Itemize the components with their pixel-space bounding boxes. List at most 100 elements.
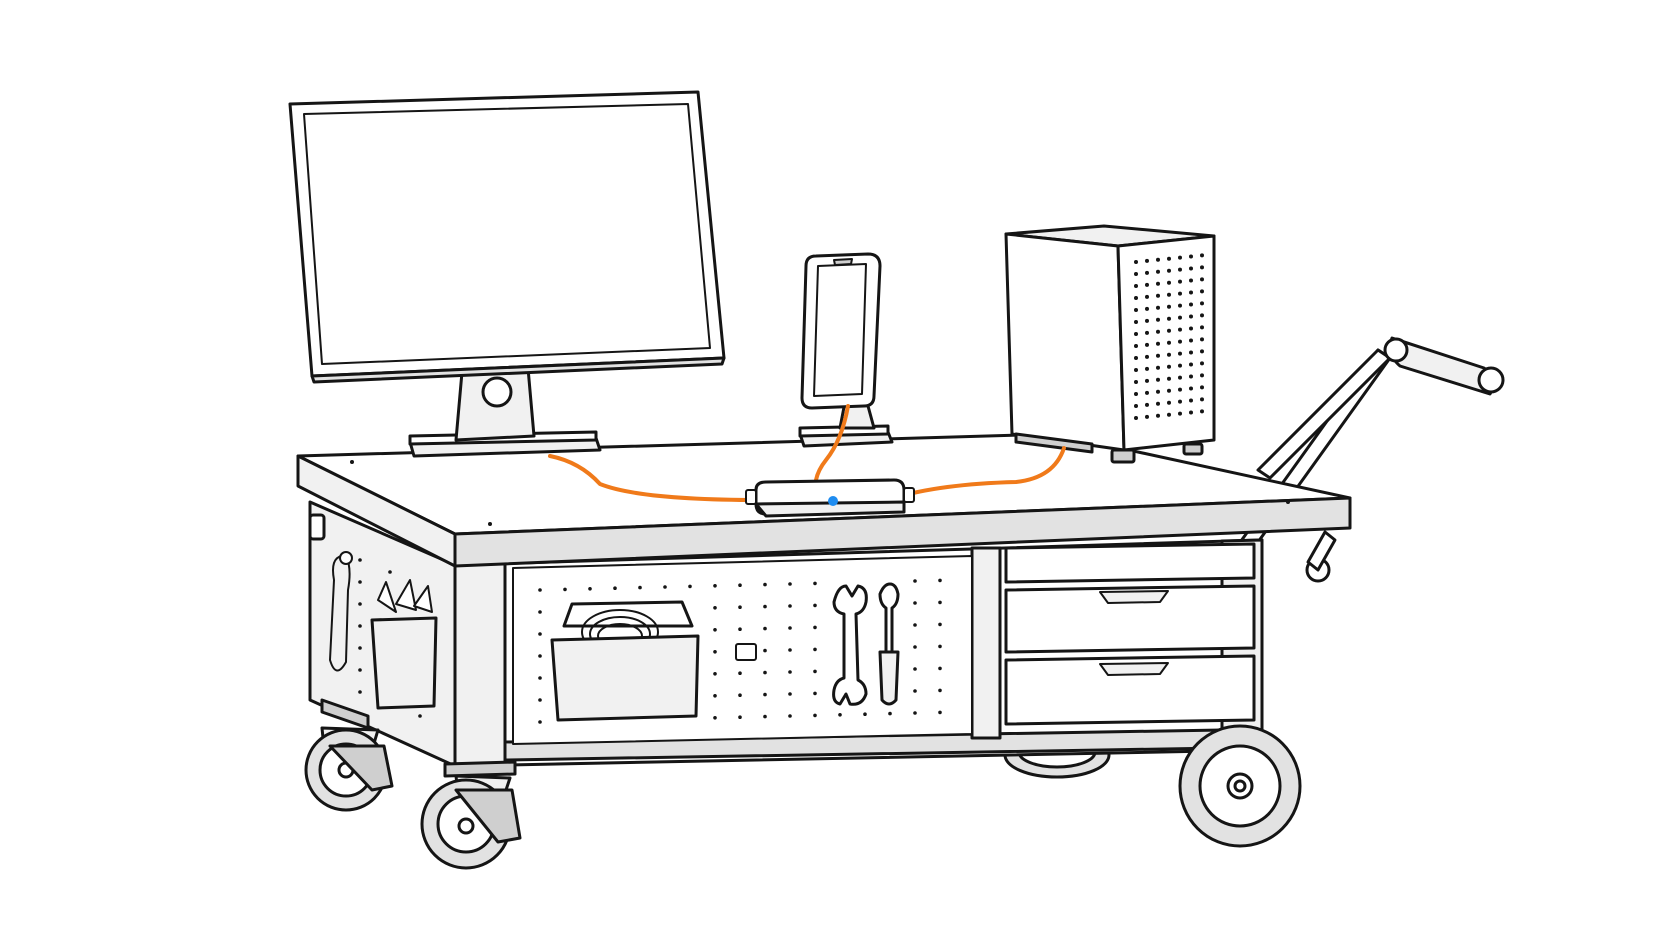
vent-hole xyxy=(1134,308,1138,312)
vent-hole xyxy=(1200,325,1204,330)
pegboard-hole xyxy=(938,578,942,583)
vent-hole xyxy=(1145,270,1149,275)
vent-hole xyxy=(1200,337,1204,342)
pegboard-hole xyxy=(738,715,742,719)
pencil-cup-icon xyxy=(370,579,438,710)
vent-hole xyxy=(1156,365,1160,370)
pegboard-hole xyxy=(738,693,742,697)
phone-on-stand-icon xyxy=(798,252,894,448)
vent-hole xyxy=(1167,340,1171,345)
pegboard-hole xyxy=(813,647,817,652)
vent-hole xyxy=(1167,256,1171,261)
vent-hole xyxy=(1134,284,1138,288)
vent-hole xyxy=(1145,414,1149,419)
pegboard-hole xyxy=(813,691,817,696)
pegboard-hole xyxy=(713,694,717,698)
vent-hole xyxy=(1156,257,1160,262)
vent-hole xyxy=(1145,378,1149,383)
pegboard-hole xyxy=(788,604,792,608)
pegboard-hole xyxy=(688,584,692,589)
pegboard-hole xyxy=(813,603,817,608)
pegboard-hole xyxy=(813,581,817,586)
vent-hole xyxy=(1167,292,1171,297)
cable-coil-bin-icon xyxy=(550,600,700,722)
vent-hole xyxy=(1200,397,1204,402)
vent-hole xyxy=(1167,364,1171,369)
pegboard-hole xyxy=(418,714,422,718)
side-hook-cable-icon xyxy=(329,551,353,672)
side-pegboard-holes xyxy=(358,558,422,718)
pegboard-hole xyxy=(763,648,767,653)
pegboard-hole xyxy=(358,580,362,584)
vent-hole xyxy=(1167,316,1171,321)
pegboard-hole xyxy=(913,689,917,693)
pegboard-hole xyxy=(888,711,892,716)
pegboard-hole xyxy=(763,714,767,719)
vent-hole xyxy=(1156,305,1160,310)
pegboard-hole xyxy=(738,627,742,631)
vent-hole xyxy=(1134,344,1138,348)
usb-hub-icon xyxy=(745,478,915,518)
vent-hole xyxy=(1145,402,1149,407)
vent-hole xyxy=(1134,356,1138,360)
vent-hole xyxy=(1189,266,1193,271)
caster-wheel-icon xyxy=(420,774,522,870)
pegboard-hole xyxy=(358,624,362,628)
vent-hole xyxy=(1178,315,1182,320)
pegboard-hole xyxy=(913,623,917,627)
pegboard-hole xyxy=(388,570,392,574)
pegboard-hole xyxy=(738,605,742,609)
pegboard-hole xyxy=(713,650,717,654)
vent-hole xyxy=(1189,338,1193,343)
pegboard-hole xyxy=(663,585,667,589)
pegboard-hole xyxy=(763,670,767,675)
drawer-icon xyxy=(1004,542,1256,726)
vent-hole xyxy=(1200,385,1204,390)
pegboard-hole xyxy=(813,625,817,630)
vent-hole xyxy=(1134,392,1138,396)
vent-hole xyxy=(1167,328,1171,333)
monitor-icon xyxy=(288,90,726,458)
vent-hole xyxy=(1156,341,1160,346)
vent-hole xyxy=(1178,255,1182,260)
vent-hole xyxy=(1200,277,1204,282)
vent-hole xyxy=(1134,404,1138,408)
vent-hole xyxy=(1145,294,1149,299)
vent-hole xyxy=(1145,318,1149,323)
pegboard-hole xyxy=(788,670,792,674)
vent-hole xyxy=(1178,303,1182,308)
pegboard-hole xyxy=(763,604,767,609)
vent-hole xyxy=(1156,329,1160,334)
vent-hole xyxy=(1178,267,1182,272)
pegboard-hole xyxy=(588,587,592,591)
pegboard-hole xyxy=(913,601,917,605)
vent-hole xyxy=(1200,253,1204,258)
pegboard-hole xyxy=(713,672,717,676)
caster-wheel-icon xyxy=(1178,724,1302,848)
pegboard-hole xyxy=(938,622,942,627)
vent-hole xyxy=(1178,279,1182,284)
vent-hole xyxy=(1134,320,1138,324)
pegboard-hole xyxy=(713,628,717,632)
pegboard-hole xyxy=(738,671,742,675)
vent-hole xyxy=(1178,399,1182,404)
vent-hole xyxy=(1200,361,1204,366)
caster-wheel-icon xyxy=(304,726,394,812)
vent-hole xyxy=(1145,258,1149,263)
vent-hole xyxy=(1200,409,1204,414)
pegboard-switch-icon xyxy=(735,643,757,661)
vent-hole xyxy=(1134,260,1138,264)
vent-hole xyxy=(1189,326,1193,331)
vent-hole xyxy=(1145,354,1149,359)
vent-hole xyxy=(1200,373,1204,378)
pegboard-hole xyxy=(763,692,767,697)
vent-hole xyxy=(1167,304,1171,309)
vent-hole xyxy=(1167,388,1171,393)
vent-hole xyxy=(1178,351,1182,356)
pegboard-hole xyxy=(913,579,917,583)
vent-hole xyxy=(1145,306,1149,311)
vent-hole xyxy=(1189,254,1193,259)
pegboard-hole xyxy=(538,610,542,614)
pegboard-hole xyxy=(538,698,542,702)
